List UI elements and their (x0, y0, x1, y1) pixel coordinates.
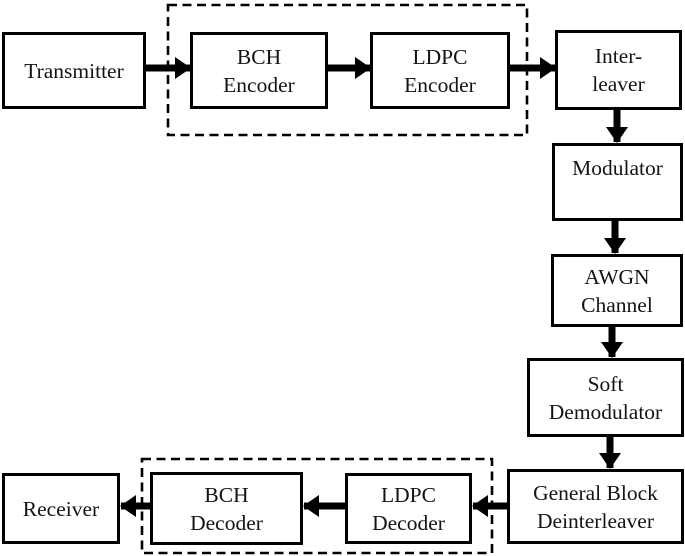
node-label: Encoder (404, 72, 476, 97)
node-label: Decoder (372, 510, 445, 535)
node-label: Soft (587, 371, 624, 396)
node-label: Transmitter (24, 58, 124, 83)
node-label: Demodulator (548, 399, 663, 424)
node-ldpc-encoder: LDPC Encoder (370, 32, 510, 109)
node-interleaver: Inter- leaver (555, 30, 682, 110)
node-label: Channel (581, 292, 653, 317)
node-transmitter: Transmitter (2, 32, 146, 109)
node-label: Receiver (22, 496, 100, 521)
node-label: Inter- (594, 44, 643, 68)
node-receiver: Receiver (2, 473, 120, 544)
node-bch-decoder: BCH Decoder (150, 472, 303, 545)
node-general-block-deinterleaver: General Block Deinterleaver (507, 469, 684, 544)
node-label: Modulator (572, 156, 663, 180)
node-label: BCH (236, 44, 282, 69)
node-label: Deinterleaver (537, 508, 654, 533)
node-label: LDPC (412, 44, 468, 69)
node-label: LDPC (381, 482, 436, 507)
node-soft-demodulator: Soft Demodulator (527, 358, 684, 437)
node-label: BCH (204, 482, 249, 507)
node-bch-encoder: BCH Encoder (190, 32, 328, 109)
node-label: General Block (533, 480, 658, 505)
node-modulator: Modulator (552, 143, 683, 221)
node-label: AWGN (584, 264, 650, 289)
node-awgn-channel: AWGN Channel (551, 254, 683, 327)
node-label: Decoder (190, 510, 263, 535)
node-label: leaver (592, 72, 645, 96)
node-label: Encoder (223, 72, 295, 97)
node-ldpc-decoder: LDPC Decoder (345, 473, 472, 544)
